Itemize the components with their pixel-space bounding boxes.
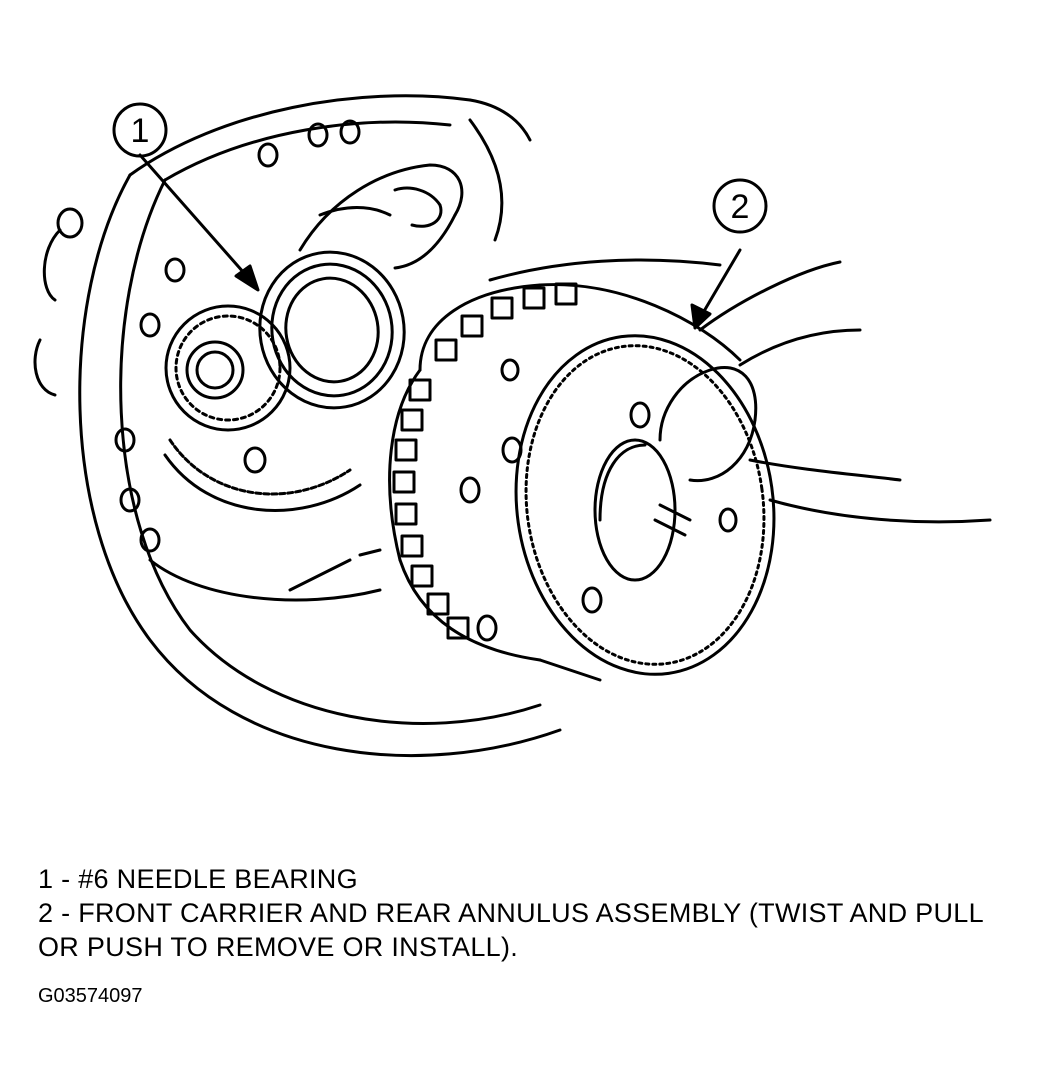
needle-bearing xyxy=(258,250,406,410)
legend-item-1: 1 - #6 NEEDLE BEARING xyxy=(38,864,358,894)
figure-id: G03574097 xyxy=(38,985,143,1007)
left-hand xyxy=(298,163,464,270)
callout-circle-2 xyxy=(712,178,768,234)
callout-circle-1 xyxy=(112,102,168,158)
carrier-annulus-assembly xyxy=(388,282,776,682)
inner-gear xyxy=(163,304,362,512)
callout-label-2: 2 xyxy=(731,188,750,226)
transmission-case xyxy=(33,94,722,758)
callout-arrow-2 xyxy=(690,248,742,330)
legend-item-2: 2 - FRONT CARRIER AND REAR ANNULUS ASSEM… xyxy=(38,898,983,962)
callout-label-1: 1 xyxy=(131,112,150,150)
transmission-diagram: 1 2 xyxy=(33,94,992,758)
legend: 1 - #6 NEEDLE BEARING 2 - FRONT CARRIER … xyxy=(38,862,998,964)
right-hand xyxy=(653,260,992,537)
case-bolt-holes xyxy=(56,119,361,553)
callout-arrow-1 xyxy=(138,153,260,292)
